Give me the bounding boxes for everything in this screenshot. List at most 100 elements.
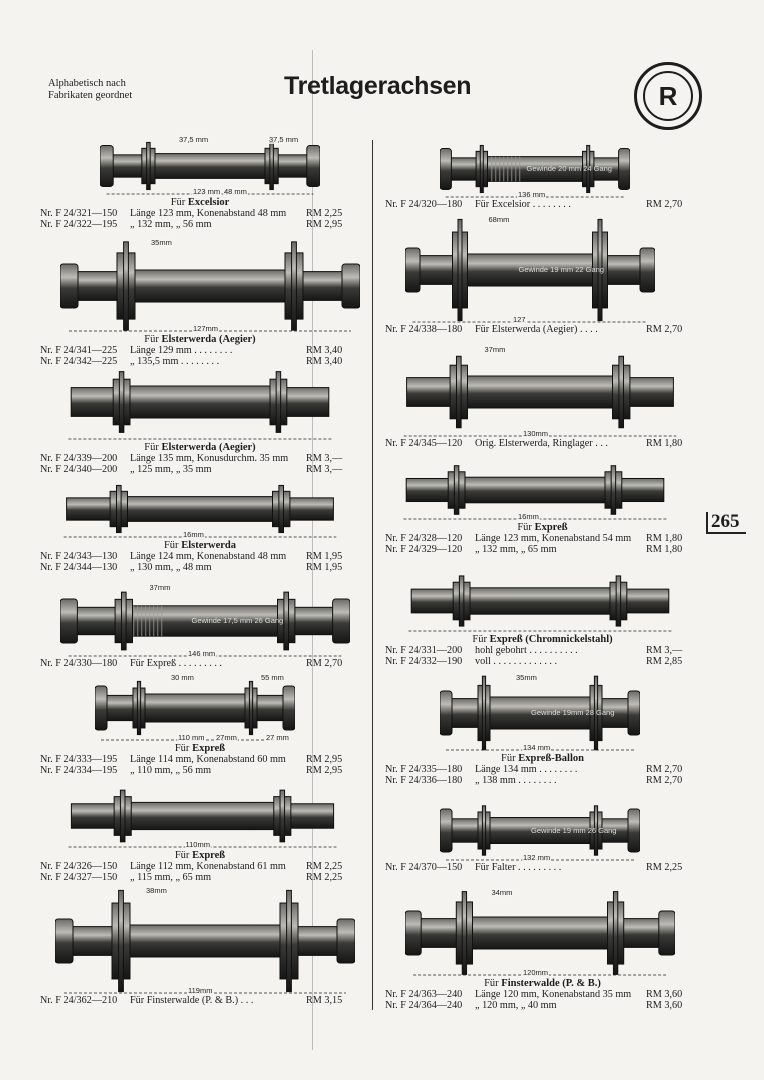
entry-title: Für Expreß	[40, 743, 360, 755]
price: RM 2,70	[646, 774, 683, 786]
article-number: Nr. F 24/340—200	[40, 463, 118, 475]
price: RM 3,60	[646, 989, 683, 1000]
dimension-label: Gewinde 19 mm 22 Gang	[518, 265, 604, 274]
article-number: Nr. F 24/343—130	[40, 551, 118, 562]
article-number: Nr. F 24/336—180	[385, 774, 463, 786]
entry-title: Für Elsterwerda (Aegier)	[40, 442, 360, 454]
dimension-label: 110 mm	[177, 733, 206, 742]
entry-title: Für Expreß	[40, 850, 360, 862]
article-number: Nr. F 24/327—150	[40, 871, 118, 883]
product-description: Länge 124 mm, Konenabstand 48 mm	[130, 552, 287, 562]
price: RM 2,70	[306, 658, 343, 669]
title-make: Excelsior	[187, 197, 230, 208]
title-prefix: Für	[163, 540, 179, 551]
article-number: Nr. F 24/364—240	[385, 999, 463, 1011]
dimension-label: 37mm	[148, 583, 172, 592]
dimension-label: Gewinde 17,5 mm 26 Gang	[191, 616, 284, 625]
price: RM 3,40	[306, 345, 343, 356]
price: RM 3,—	[646, 645, 683, 656]
dimension-label: 127	[512, 315, 527, 324]
article-number: Nr. F 24/326—150	[40, 861, 118, 872]
article-number: Nr. F 24/363—240	[385, 989, 463, 1000]
price: RM 3,—	[306, 463, 343, 475]
dimension-label: 55 mm	[260, 673, 285, 682]
price: RM 2,95	[306, 218, 343, 230]
subtitle-line-2: Fabrikaten geordnet	[48, 90, 133, 101]
subtitle-line-1: Alphabetisch nach	[48, 78, 126, 89]
article-number: Nr. F 24/334—195	[40, 764, 118, 776]
article-number: Nr. F 24/370—150	[385, 862, 463, 873]
brand-logo: R	[634, 62, 702, 130]
product-description: Länge 120 mm, Konenabstand 35 mm	[475, 990, 632, 1000]
article-number: Nr. F 24/329—120	[385, 543, 463, 555]
catalog-entry: Für Expreß (Chromnickelstahl)Nr. F 24/33…	[385, 568, 700, 668]
title-prefix: Für	[144, 442, 159, 453]
dimension-label: 37,5 mm	[268, 135, 300, 144]
dimension-label: 16mm	[517, 512, 540, 521]
article-number: Nr. F 24/362—210	[40, 995, 118, 1006]
product-description: hohl gebohrt . . . . . . . . . .	[475, 646, 578, 656]
page-number: 265	[706, 512, 746, 534]
dimension-label: 146 mm	[187, 649, 217, 658]
title-make: Elsterwerda (Aegier)	[161, 334, 256, 345]
page-title: Tretlagerachsen	[284, 72, 472, 100]
price: RM 2,70	[646, 764, 683, 775]
header-subtitle: Alphabetisch nach Fabrikaten geordnet	[48, 78, 132, 102]
title-prefix: Für	[501, 753, 516, 764]
title-make: Expreß (Chromnickelstahl)	[489, 634, 613, 645]
product-row: Nr. F 24/342—225„ 135,5 mm . . . . . . .…	[40, 356, 360, 368]
product-description: „ 132 mm, „ 65 mm	[475, 544, 557, 555]
dimension-label: 130mm	[522, 429, 550, 438]
article-number: Nr. F 24/339—200	[40, 453, 118, 464]
price: RM 2,25	[306, 208, 343, 219]
entry-title: Für Elsterwerda (Aegier)	[40, 334, 360, 346]
dimension-label: 134 mm	[522, 743, 552, 752]
title-make: Expreß	[192, 850, 226, 861]
dimension-label: Gewinde 20 mm 24 Gang	[526, 164, 612, 173]
dimension-label: 30 mm	[170, 673, 195, 682]
title-prefix: Für	[472, 634, 487, 645]
product-description: „ 135,5 mm . . . . . . . .	[130, 356, 220, 367]
product-description: „ 125 mm, „ 35 mm	[130, 464, 212, 475]
product-row: Nr. F 24/340—200 „ 125 mm, „ 35 mm RM 3,—	[40, 463, 360, 476]
catalog-entry: Für Elsterwerda (Aegier)Nr. F 24/339—200…	[40, 362, 360, 476]
title-prefix: Für	[170, 197, 186, 208]
price: RM 1,80	[646, 438, 683, 449]
dimension-label: 110mm	[184, 840, 211, 849]
entry-title: Für Expreß	[385, 522, 700, 534]
product-description: Länge 129 mm . . . . . . . .	[130, 346, 233, 356]
dimension-label: 123 mm	[192, 187, 222, 196]
product-description: Länge 114 mm, Konenabstand 60 mm	[130, 755, 286, 765]
product-row: Nr. F 24/343—130 Länge 124 mm, Konenabsta…	[40, 551, 360, 563]
article-number: Nr. F 24/341—225	[40, 345, 118, 356]
price: RM 3,60	[646, 999, 683, 1011]
product-description: Länge 123 mm, Konenabstand 54 mm	[475, 534, 632, 544]
price: RM 2,70	[646, 199, 683, 210]
price: RM 2,85	[646, 655, 683, 667]
logo-mark: R	[643, 71, 693, 121]
dimension-label: 35mm	[150, 238, 173, 247]
